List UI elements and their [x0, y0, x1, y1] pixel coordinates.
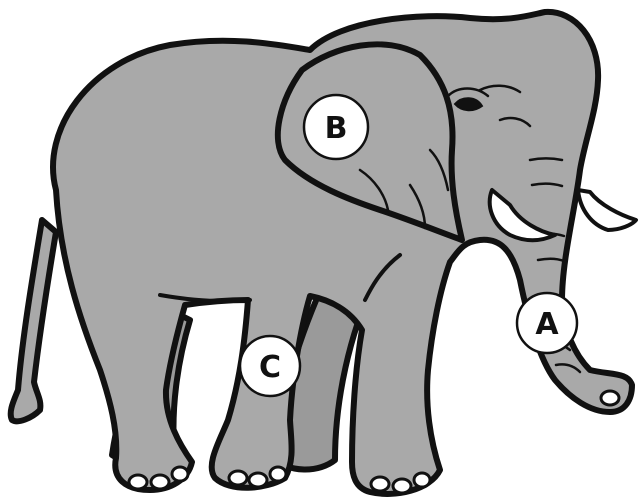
- toenail: [270, 467, 286, 481]
- tail: [11, 220, 56, 421]
- toenail: [172, 467, 188, 481]
- label-a-text: A: [535, 307, 559, 342]
- toenail: [129, 475, 147, 489]
- toenail: [393, 479, 411, 493]
- label-b-text: B: [325, 111, 348, 146]
- label-c: C: [240, 336, 300, 396]
- toenail: [249, 473, 267, 487]
- tusk-far: [578, 190, 636, 230]
- label-b: B: [304, 95, 368, 159]
- toenail: [371, 477, 389, 491]
- toenail: [151, 475, 169, 489]
- toenail: [414, 473, 430, 487]
- label-a: A: [517, 293, 577, 353]
- trunk-tip: [601, 391, 619, 405]
- label-c-text: C: [259, 350, 281, 385]
- toenail: [229, 471, 247, 485]
